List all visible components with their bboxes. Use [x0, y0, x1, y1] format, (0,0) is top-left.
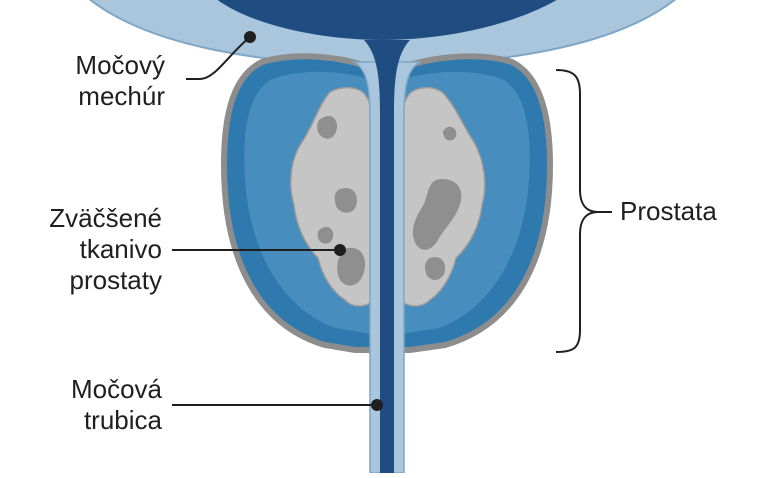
prostate-label: Prostata [620, 196, 717, 226]
urethra-pointer-dot [371, 399, 383, 411]
enlarged-tissue-left [289, 86, 375, 307]
leader-lines [172, 31, 612, 411]
enlarged-tissue-label-line3: prostaty [69, 265, 163, 295]
bladder-label: Močový mechúr [30, 50, 165, 112]
urethra-label-line1: Močová [70, 374, 162, 404]
prostate-bracket [555, 69, 599, 353]
urethra-label-line2: trubica [83, 405, 162, 435]
bladder-label-line2: mechúr [78, 81, 165, 111]
tissue-pointer-dot [334, 244, 346, 256]
enlarged-tissue-label-line1: Zväčšené [49, 203, 162, 233]
bladder-label-line1: Močový [75, 50, 165, 80]
bladder-pointer-dot [244, 31, 256, 43]
enlarged-tissue-label-line2: tkanivo [79, 234, 162, 264]
bladder-lumen [217, 0, 557, 40]
urethra-lumen [364, 40, 410, 473]
enlarged-tissue-label: Zväčšené tkanivo prostaty [20, 203, 162, 296]
enlarged-tissue-right [399, 86, 486, 307]
bladder-leader-line [186, 36, 251, 80]
urethra-label: Močová trubica [30, 374, 162, 436]
